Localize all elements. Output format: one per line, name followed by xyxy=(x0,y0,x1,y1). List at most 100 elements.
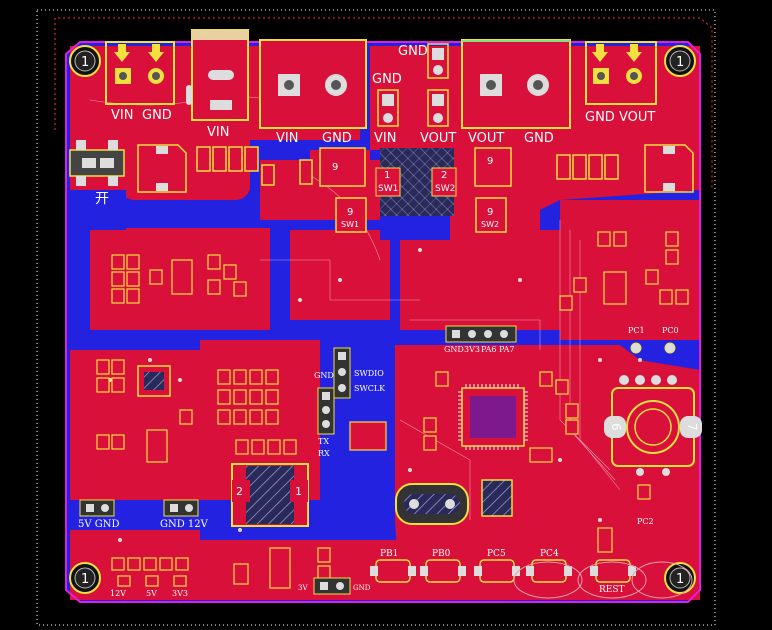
label-bottom-3v: 3V xyxy=(298,584,308,592)
cap-pads xyxy=(156,146,675,191)
mounting-hole-bl xyxy=(69,562,101,594)
label-term-in-gnd: GND xyxy=(322,131,352,146)
relay-pad-1: 1 xyxy=(295,485,302,498)
button-reset[interactable] xyxy=(590,559,636,583)
sw-ic-mid-right xyxy=(475,197,507,233)
sw-ic-top-right xyxy=(474,147,512,187)
outline-dashed-top xyxy=(54,17,713,190)
inductor-sw xyxy=(375,148,457,216)
serial-header xyxy=(317,387,335,435)
keepout-boundary xyxy=(36,9,716,626)
label-pc4: PC4 xyxy=(540,549,559,559)
rotary-encoder xyxy=(604,387,702,476)
label-bottom-gnd: GND xyxy=(353,584,371,592)
label-gnd-12v: GND 12V xyxy=(160,519,209,530)
board-outline xyxy=(65,41,701,603)
sw2-label: SW2 xyxy=(435,184,455,194)
tx-label: TX xyxy=(318,437,329,446)
relay-component xyxy=(231,463,309,527)
pin-header-vout xyxy=(427,43,449,127)
uart-gnd-label: GND xyxy=(444,345,464,354)
uart-pa7-label: PA7 xyxy=(499,345,515,354)
relay-pad-2: 2 xyxy=(236,485,243,498)
label-pb1: PB1 xyxy=(380,549,398,559)
pad9-label-b: 9 xyxy=(487,156,493,167)
button-outlines xyxy=(513,561,693,599)
label-reset: REST xyxy=(599,585,625,595)
pc0-label: PC0 xyxy=(662,326,679,335)
swd-header xyxy=(333,347,351,399)
sw-ic-top-left xyxy=(319,147,366,187)
label-vout-right: VOUT xyxy=(619,110,655,125)
sw2-pad-number: 2 xyxy=(441,170,447,181)
hole-label-tr: 1 xyxy=(676,55,684,70)
label-pin-vin: VIN xyxy=(374,131,396,146)
vin-gnd-connector-left xyxy=(105,41,175,105)
label-term-out-vout: VOUT xyxy=(468,131,504,146)
sw-small-label-2: SW2 xyxy=(481,220,499,229)
label-term-out-gnd: GND xyxy=(524,131,554,146)
sw1-label: SW1 xyxy=(378,184,398,194)
serial-gnd-label: GND xyxy=(314,371,334,380)
rx-label: RX xyxy=(318,449,330,458)
pad9-label-c: 9 xyxy=(347,207,353,218)
encoder-pin-6: 6 xyxy=(609,423,623,431)
label-5v-led: 5V xyxy=(146,589,157,598)
label-12v-led: 12V xyxy=(110,589,126,598)
pad9-label-a: 9 xyxy=(332,162,338,173)
uart-pa6-label: PA6 xyxy=(481,345,497,354)
dc-jack xyxy=(186,29,249,121)
power-switch xyxy=(69,140,125,186)
label-vin-left: VIN xyxy=(111,108,133,123)
label-3v3-led: 3V3 xyxy=(172,589,188,598)
pad9-label-d: 9 xyxy=(487,207,493,218)
gnd-vout-connector-right xyxy=(585,41,657,105)
uart-3v3-label: 3V3 xyxy=(464,345,480,354)
smd-components xyxy=(96,231,689,589)
swdio-label: SWDIO xyxy=(354,369,384,378)
mounting-hole-tl xyxy=(69,45,101,77)
pc1-label: PC1 xyxy=(628,326,645,335)
electrolytic-caps xyxy=(137,144,694,193)
button-pc5[interactable] xyxy=(474,559,520,583)
swclk-label: SWCLK xyxy=(354,384,386,393)
mounting-hole-tr xyxy=(664,45,696,77)
mcu-pins xyxy=(458,384,528,450)
hole-label-br: 1 xyxy=(676,572,684,587)
label-term-in-vin: VIN xyxy=(276,131,298,146)
header-gnd-12v xyxy=(163,499,199,517)
mcu-chip xyxy=(461,387,525,447)
pc-pins xyxy=(619,342,677,385)
label-pc5: PC5 xyxy=(487,549,506,559)
resistor-arrays xyxy=(196,146,619,186)
sw1-pad-number: 1 xyxy=(384,170,390,181)
sw-small-label-1: SW1 xyxy=(341,220,359,229)
bottom-header xyxy=(313,577,351,595)
label-pin-gnd-1: GND xyxy=(372,72,402,87)
label-gnd-right: GND xyxy=(585,110,615,125)
terminal-block-in xyxy=(259,39,367,129)
sw-ic-mid-left xyxy=(335,197,367,233)
pin-header-vin xyxy=(377,89,399,127)
button-pb0[interactable] xyxy=(420,559,466,583)
hole-label-tl: 1 xyxy=(81,55,89,70)
label-dc-jack: VIN xyxy=(207,125,229,140)
hole-label-bl: 1 xyxy=(81,572,89,587)
header-5v-gnd xyxy=(79,499,115,517)
uart-header xyxy=(445,325,517,343)
button-pb1[interactable] xyxy=(370,559,416,583)
label-pin-gnd-2: GND xyxy=(398,44,428,59)
label-gnd-left: GND xyxy=(142,108,172,123)
button-pc4[interactable] xyxy=(526,559,572,583)
regulator-block xyxy=(137,365,171,397)
pc2-label: PC2 xyxy=(637,517,654,526)
label-pin-vout: VOUT xyxy=(420,131,456,146)
label-5v-gnd: 5V GND xyxy=(78,519,120,530)
status-leds xyxy=(111,557,189,587)
encoder-pin-7: 7 xyxy=(685,423,699,431)
label-power-switch: 开 xyxy=(95,191,109,207)
bottom-copper-islands xyxy=(66,190,450,540)
label-pb0: PB0 xyxy=(432,549,451,559)
crystal xyxy=(395,479,513,525)
